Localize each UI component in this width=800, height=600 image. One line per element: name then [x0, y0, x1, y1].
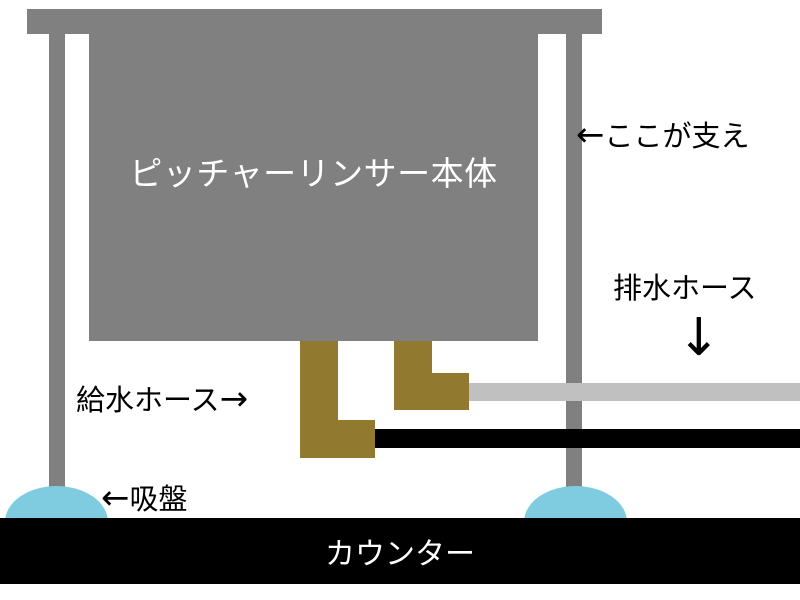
rinser-body: ピッチャーリンサー本体: [89, 30, 538, 341]
inlet-fitting-horizontal: [300, 420, 375, 458]
support-annotation: ←ここが支え: [576, 118, 750, 152]
counter-label: カウンター: [325, 537, 475, 572]
left-arrow-icon: ←: [101, 478, 130, 518]
frame-leg-right: [566, 30, 582, 500]
right-arrow-icon: →: [219, 379, 249, 419]
drain-hose-label: 排水ホース: [613, 271, 757, 305]
frame-top-bar: [27, 9, 602, 34]
drain-hose-annotation: 排水ホース: [613, 274, 757, 303]
support-label: ここが支え: [604, 119, 750, 153]
suction-cup-label: 吸盤: [129, 482, 188, 516]
inlet-hose-annotation: 給水ホース→: [76, 382, 248, 416]
drain-hose: [469, 383, 800, 401]
drain-fitting-horizontal: [394, 373, 469, 410]
down-arrow-icon: ↓: [677, 308, 721, 368]
suction-cup-annotation: ←吸盤: [101, 481, 188, 515]
rinser-body-label: ピッチャーリンサー本体: [129, 153, 498, 193]
suction-cup-right: [524, 486, 627, 522]
frame-leg-left: [49, 30, 65, 500]
suction-cup-left: [5, 486, 108, 522]
inlet-hose-label: 給水ホース: [76, 383, 220, 417]
left-arrow-icon: ←: [576, 115, 605, 155]
counter: カウンター: [0, 518, 800, 584]
inlet-hose: [375, 429, 800, 448]
